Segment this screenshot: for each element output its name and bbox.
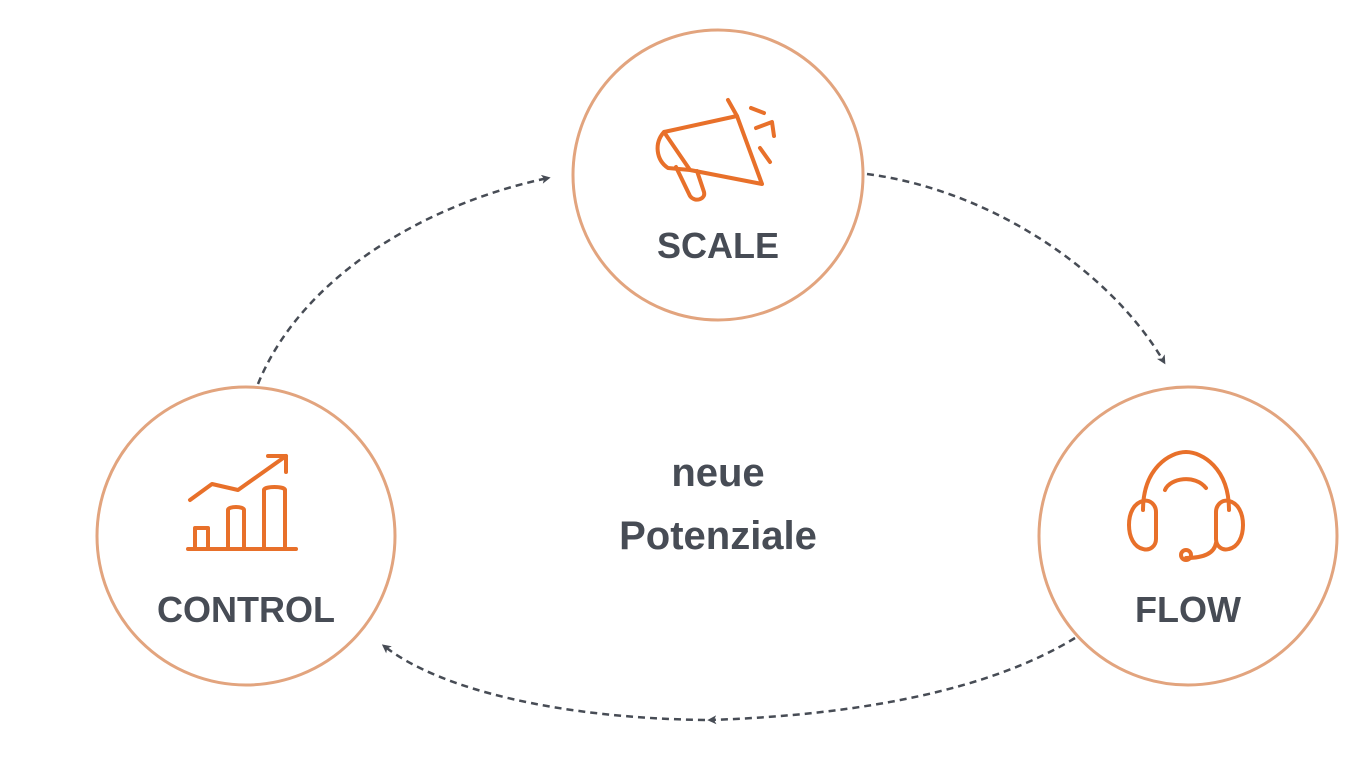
node-label-control: CONTROL xyxy=(157,589,335,630)
arrow-bottom-to-control xyxy=(381,644,706,722)
node-scale: SCALE xyxy=(571,28,865,322)
center-label-line2: Potenziale xyxy=(619,514,817,558)
node-label-flow: FLOW xyxy=(1135,589,1241,630)
megaphone-icon xyxy=(655,98,776,202)
arrow-flow-to-center-bottom xyxy=(707,636,1076,725)
node-label-scale: SCALE xyxy=(657,225,779,266)
arrow-control-to-scale xyxy=(256,174,551,385)
growth-chart-icon xyxy=(186,454,298,551)
headset-icon xyxy=(1127,450,1245,562)
node-flow: FLOW xyxy=(1037,385,1339,687)
arrow-scale-to-flow xyxy=(866,172,1166,365)
node-control: CONTROL xyxy=(95,385,397,687)
center-label: neue Potenziale xyxy=(619,451,817,558)
center-label-line1: neue xyxy=(671,451,764,495)
